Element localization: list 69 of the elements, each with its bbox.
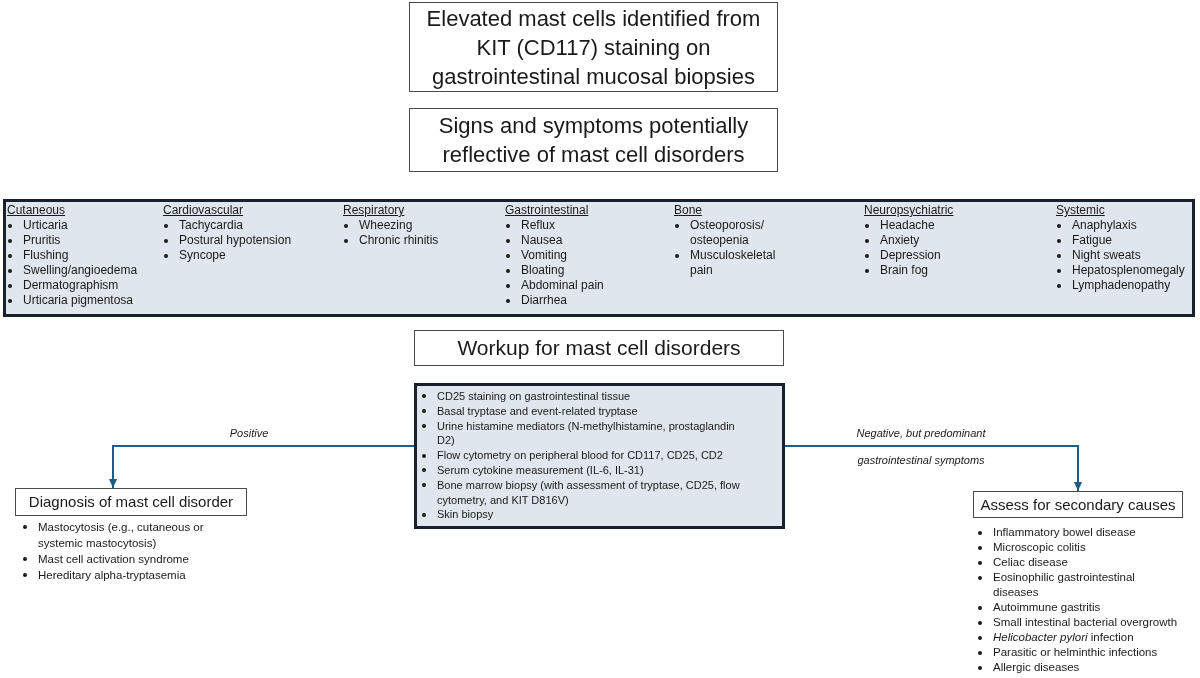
list-item: Skin biopsy	[437, 507, 494, 523]
process-box	[973, 491, 1183, 518]
list-item: Diarrhea	[521, 293, 568, 308]
edge-label: Negative, but predominant gastrointestinal symptoms	[855, 425, 987, 468]
list-item: Brain fog	[880, 263, 929, 278]
list-item: Anxiety	[880, 233, 920, 248]
list-item: Helicobacter pylori infection	[993, 630, 1134, 645]
list-item: Vomiting	[521, 248, 568, 263]
list-item: Microscopic colitis	[993, 540, 1086, 555]
list-item: Headache	[880, 218, 935, 233]
list-item: Urticaria pigmentosa	[23, 293, 134, 308]
category-heading: Respiratory	[343, 203, 405, 218]
category-heading: Bone	[674, 203, 703, 218]
category-heading: Cardiovascular	[163, 203, 244, 218]
list-item: Urticaria	[23, 218, 68, 233]
list-item: Swelling/angioedema	[23, 263, 138, 278]
list-item: Night sweats	[1072, 248, 1141, 263]
list-item: Tachycardia	[179, 218, 244, 233]
list-item: Flushing	[23, 248, 69, 263]
category-heading: Cutaneous	[7, 203, 66, 218]
list-item: Osteoporosis/ osteopenia	[690, 218, 766, 248]
box-title: Signs and symptoms potentially reflective of mast cell disorders	[437, 112, 750, 169]
list-item: Urine histamine mediators (N-methylhistamine, prostaglandin D2)	[437, 418, 736, 449]
list-item: Dermatographism	[23, 278, 119, 293]
box-title: Elevated mast cells identified from KIT (CD117) staining on gastrointestinal mucosal biopsies	[425, 4, 762, 91]
list-item: Bone marrow biopsy (with assessment of tryptase, CD25, flow cytometry, and KIT D816V)	[437, 477, 741, 508]
workup-panel	[414, 383, 785, 529]
list-item: Hepatosplenomegaly	[1072, 263, 1185, 278]
box-title: Assess for secondary causes	[980, 495, 1176, 514]
symptom-panel	[3, 199, 1195, 317]
list-item: Depression	[880, 248, 941, 263]
list-item: Inflammatory bowel disease	[993, 525, 1136, 540]
list-item: Musculoskeletal pain	[690, 248, 777, 278]
list-item: Basal tryptase and event-related tryptase	[437, 403, 638, 419]
list-item: Lymphadenopathy	[1072, 278, 1171, 293]
list-item: Syncope	[179, 248, 226, 263]
category-heading: Gastrointestinal	[505, 203, 589, 218]
list-item: Eosinophilic gastrointestinal diseases	[993, 570, 1136, 600]
list-item: Flow cytometry on peripheral blood for CD117, CD25, CD2	[437, 448, 723, 463]
list-item: Wheezing	[359, 218, 413, 233]
list-item: CD25 staining on gastrointestinal tissue	[437, 389, 631, 404]
list-item: Bloating	[521, 263, 565, 278]
process-box	[414, 330, 784, 366]
list-item: Nausea	[521, 233, 563, 248]
arrow	[109, 445, 415, 489]
list-item: Reflux	[521, 218, 555, 233]
list-item: Pruritis	[23, 233, 61, 248]
category-heading: Systemic	[1056, 203, 1105, 218]
list-item: Postural hypotension	[179, 233, 292, 248]
box-title: Diagnosis of mast cell disorder	[28, 493, 234, 511]
edge-label: Positive	[229, 426, 269, 440]
arrow	[784, 445, 1082, 492]
process-box	[409, 108, 778, 172]
list-item: Mast cell activation syndrome	[38, 552, 189, 567]
process-box	[15, 488, 247, 516]
list-item: Celiac disease	[993, 555, 1068, 570]
list-item: Anaphylaxis	[1072, 218, 1137, 233]
list-item: Parasitic or helminthic infections	[993, 645, 1158, 660]
list-item: Fatigue	[1072, 233, 1113, 248]
category-heading: Neuropsychiatric	[864, 203, 954, 218]
list-item: Chronic rhinitis	[359, 233, 439, 248]
list-item: Mastocytosis (e.g., cutaneous or systemic mastocytosis)	[38, 520, 205, 551]
box-title: Workup for mast cell disorders	[457, 335, 741, 361]
list-item: Small intestinal bacterial overgrowth	[993, 615, 1178, 630]
list-item: Autoimmune gastritis	[993, 600, 1101, 615]
list-item: Abdominal pain	[521, 278, 604, 293]
list-item: Hereditary alpha-tryptasemia	[38, 568, 186, 583]
list-item: Allergic diseases	[993, 660, 1080, 675]
list-item: Serum cytokine measurement (IL-6, IL-31)	[437, 463, 644, 478]
